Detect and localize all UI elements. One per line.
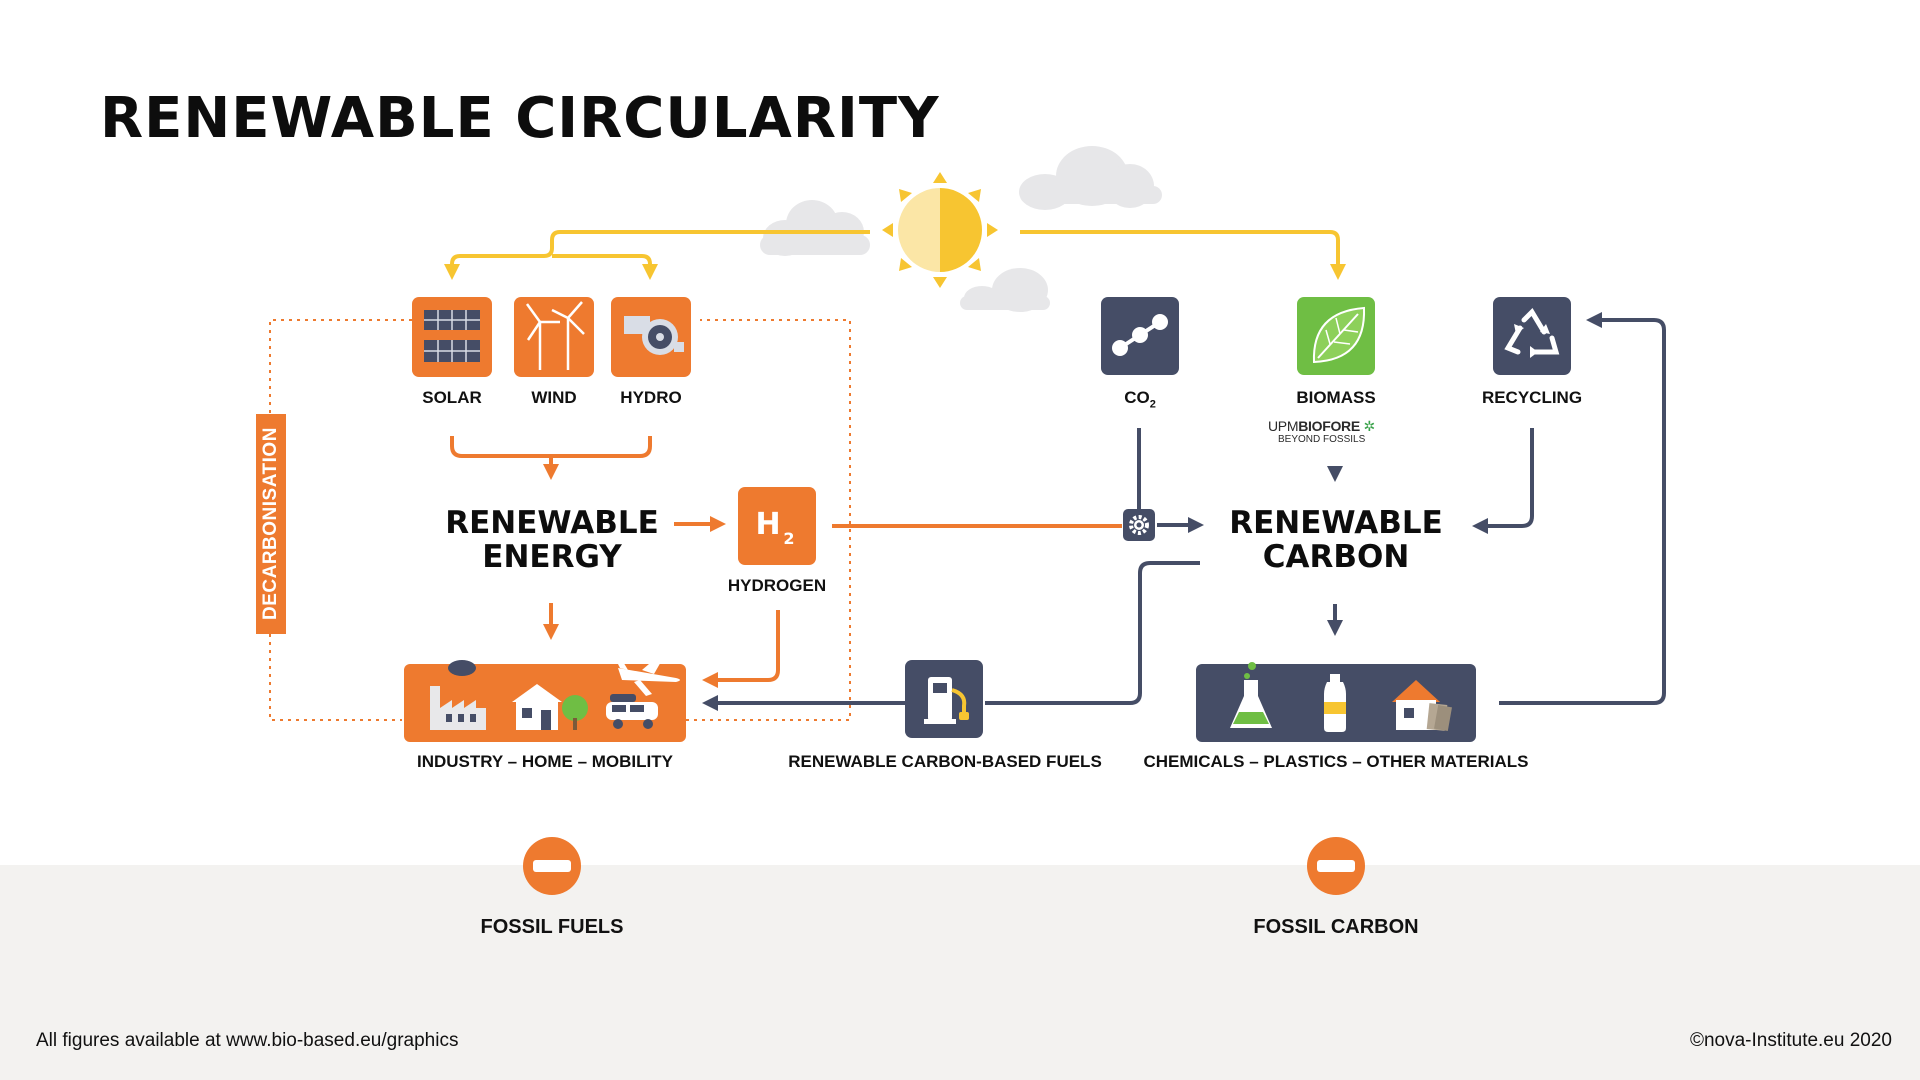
leaf-icon — [1297, 297, 1375, 375]
renewable-carbon-heading: RENEWABLE CARBON — [1216, 506, 1456, 574]
cloud-icon — [760, 200, 870, 256]
upm-biofore-logo: UPMBIOFORE ✲ BEYOND FOSSILS — [1268, 419, 1398, 451]
fossil-fuels-label: FOSSIL FUELS — [480, 916, 624, 938]
upm-tagline: BEYOND FOSSILS — [1278, 434, 1366, 445]
renewable-energy-line1: RENEWABLE — [445, 505, 659, 541]
bottle-icon — [1324, 674, 1346, 732]
hydrogen-label: HYDROGEN — [727, 576, 827, 595]
gear-icon — [1123, 509, 1155, 541]
recycling-icon — [1493, 297, 1571, 375]
carbon-to-fuels-line — [985, 561, 1200, 705]
house-materials-icon — [1392, 680, 1452, 732]
solar-icon — [412, 297, 492, 377]
upm-brand: UPM — [1268, 418, 1299, 434]
sectors-label: INDUSTRY – HOME – MOBILITY — [417, 752, 673, 771]
footer-copyright: ©nova-Institute.eu 2020 — [1689, 1030, 1892, 1051]
house-icon — [512, 684, 588, 730]
renewable-carbon-line2: CARBON — [1262, 539, 1410, 575]
fuel-pump-icon — [905, 660, 983, 738]
hydrogen-to-sectors-arrow — [702, 610, 780, 688]
sun-icon — [882, 172, 998, 288]
co2-subscript: 2 — [1149, 398, 1156, 411]
hydro-label: HYDRO — [620, 388, 682, 407]
fossil-carbon-label: FOSSIL CARBON — [1253, 916, 1419, 938]
co2-text: CO — [1124, 388, 1150, 407]
biomass-label: BIOMASS — [1296, 388, 1376, 407]
co2-molecule-icon — [1101, 297, 1179, 375]
wind-turbine-icon — [514, 297, 594, 377]
wind-label: WIND — [531, 388, 577, 407]
hydrogen-subscript: 2 — [783, 529, 794, 548]
recycling-to-carbon-arrow — [1472, 428, 1534, 534]
fuels-label: RENEWABLE CARBON-BASED FUELS — [788, 752, 1102, 771]
factory-icon — [430, 660, 486, 730]
car-icon — [606, 694, 658, 729]
airplane-icon — [616, 658, 680, 696]
renewable-energy-line2: ENERGY — [482, 539, 622, 575]
sunlight-arrows — [444, 230, 1346, 280]
page-title: RENEWABLE CIRCULARITY — [100, 86, 940, 151]
renewable-energy-heading: RENEWABLE ENERGY — [432, 506, 672, 574]
co2-label: CO2 — [1100, 388, 1180, 410]
hydrogen-symbol: H — [755, 507, 780, 542]
solar-label: SOLAR — [422, 388, 482, 407]
upm-name: BIOFORE — [1298, 418, 1360, 434]
materials-box — [1196, 662, 1476, 742]
no-fossil-carbon-icon — [1307, 837, 1365, 895]
decarbonisation-label: DECARBONISATION — [256, 414, 286, 634]
recycling-label: RECYCLING — [1481, 388, 1583, 407]
cloud-icon — [1019, 146, 1162, 210]
cloud-icon — [960, 268, 1050, 312]
no-fossil-fuels-icon — [523, 837, 581, 895]
sectors-box — [404, 658, 686, 742]
hydro-turbine-icon — [611, 297, 691, 377]
materials-to-recycling-arrow — [1499, 312, 1666, 705]
footer-band — [0, 865, 1920, 1080]
renewable-carbon-line1: RENEWABLE — [1229, 505, 1443, 541]
hydrogen-icon: H 2 — [738, 487, 816, 565]
sources-bracket — [450, 436, 652, 472]
flask-icon — [1230, 662, 1272, 728]
footer-graphics-link[interactable]: All figures available at www.bio-based.e… — [36, 1030, 459, 1051]
materials-label: CHEMICALS – PLASTICS – OTHER MATERIALS — [1143, 752, 1529, 771]
decarbonisation-frame — [269, 319, 851, 721]
